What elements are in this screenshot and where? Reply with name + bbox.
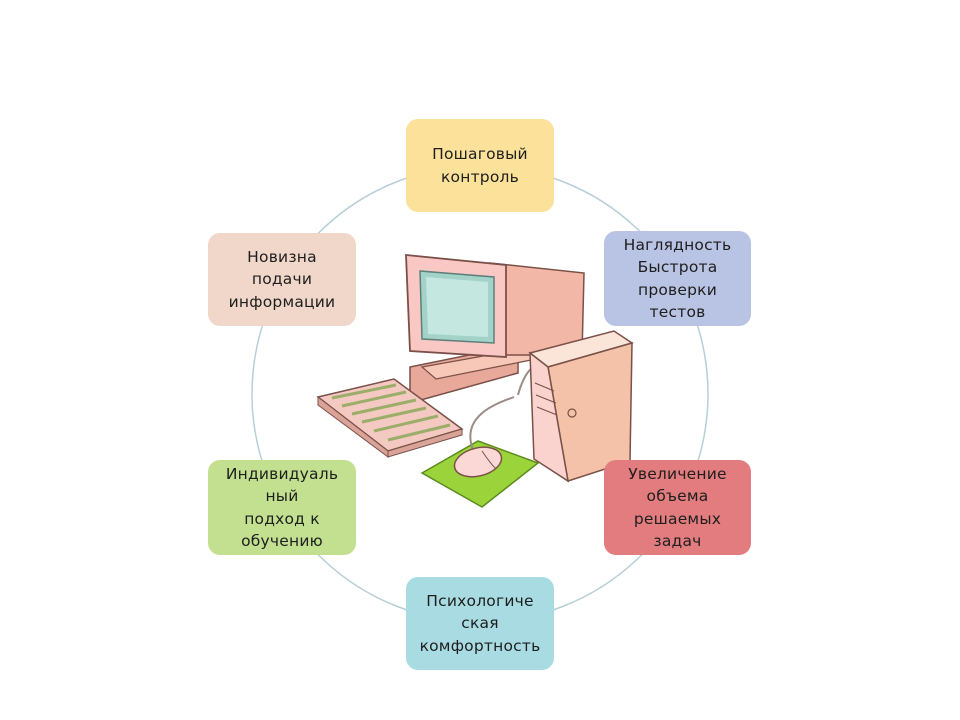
mouse-icon [453, 446, 503, 478]
node-novelty: Новизна подачи информации [208, 233, 356, 326]
node-line: тестов [649, 302, 706, 321]
node-line: ская [461, 614, 499, 633]
node-line: информации [228, 292, 336, 311]
node-psychological-comfort: Психологиче ская комфортность [406, 577, 554, 670]
node-line: подачи [251, 270, 313, 289]
node-line: Быстрота [637, 258, 718, 277]
node-individual-approach: Индивидуаль ный подход к обучению [208, 460, 356, 555]
node-line: Психологиче [426, 591, 534, 610]
node-line: Индивидуаль [225, 464, 339, 483]
node-task-volume: Увеличение объема решаемых задач [604, 460, 751, 555]
node-step-control: Пошаговый контроль [406, 119, 554, 212]
node-line: подход к [244, 509, 320, 528]
node-line: контроль [441, 167, 519, 186]
node-line: Увеличение [628, 464, 727, 483]
node-line: комфортность [419, 636, 541, 655]
node-line: проверки [637, 280, 717, 299]
node-line: Новизна [247, 247, 317, 266]
node-line: объема [646, 487, 709, 506]
node-line: обучению [241, 531, 323, 550]
node-visibility: Наглядность Быстрота проверки тестов [604, 231, 751, 326]
node-line: ный [265, 487, 299, 506]
node-line: Пошаговый [432, 145, 528, 164]
node-line: задач [653, 531, 702, 550]
node-line: решаемых [633, 509, 722, 528]
node-line: Наглядность [623, 235, 732, 254]
computer-icon [316, 254, 634, 508]
